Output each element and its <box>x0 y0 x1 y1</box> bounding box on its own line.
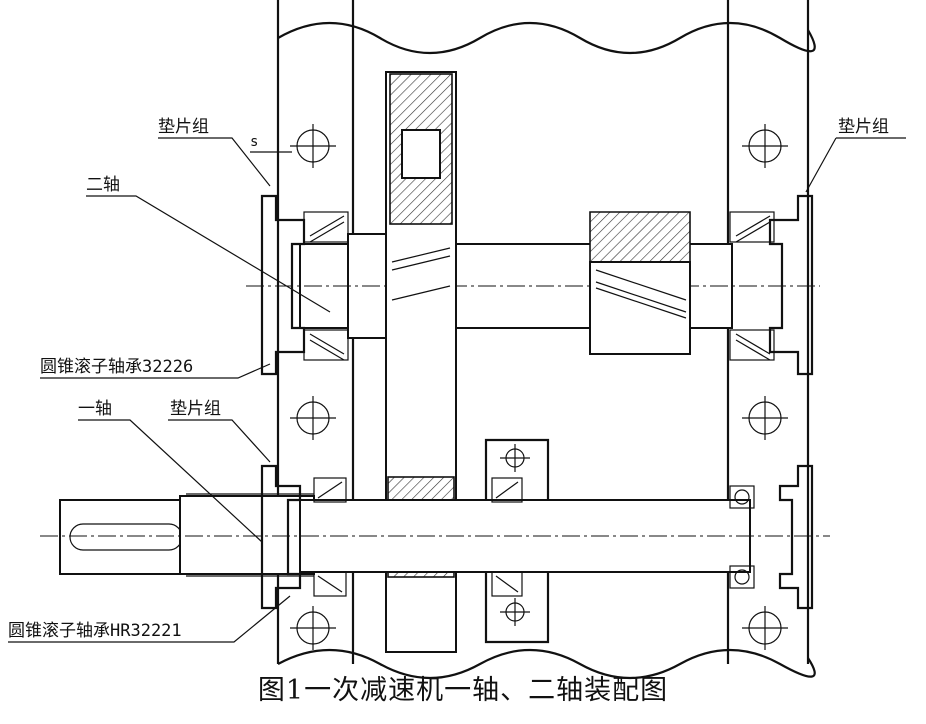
figure-caption: 图1一次减速机一轴、二轴装配图 <box>257 675 669 706</box>
label-shaft-1: 一轴 <box>78 399 112 419</box>
bearing-block <box>484 438 550 644</box>
pinion-gear <box>589 211 691 355</box>
leader-lines <box>8 137 906 643</box>
bolt-hole <box>742 396 788 440</box>
bearing <box>729 485 755 509</box>
label-shim-top-right: 垫片组 <box>838 117 889 137</box>
bearing <box>729 565 755 589</box>
bearing <box>303 211 349 243</box>
label-bearing-32226: 圆锥滚子轴承32226 <box>40 357 193 377</box>
label-bearing-hr32221: 圆锥滚子轴承HR32221 <box>8 621 182 641</box>
bolt-hole <box>290 606 336 650</box>
large-gear <box>385 71 457 653</box>
bearing <box>729 329 775 361</box>
bearing <box>491 477 523 503</box>
bolt-hole <box>742 606 788 650</box>
label-shim-mid-left: 垫片组 <box>170 399 221 419</box>
bearing <box>491 571 523 597</box>
bolt-hole <box>742 124 788 168</box>
bolt-hole <box>500 444 530 472</box>
bolt-holes <box>290 124 788 650</box>
label-shim-top-left: 垫片组 <box>158 117 209 137</box>
label-shaft-2: 二轴 <box>86 175 120 195</box>
bearing <box>313 477 347 503</box>
shaft-1 <box>40 493 830 577</box>
bearing <box>313 571 347 597</box>
bolt-hole <box>500 598 530 626</box>
shaft-2 <box>246 233 820 339</box>
bolt-hole <box>290 396 336 440</box>
bolt-hole <box>290 124 336 168</box>
bearing <box>303 329 349 361</box>
bearing <box>729 211 775 243</box>
label-gap-s: s <box>250 134 258 150</box>
bearings <box>303 211 775 597</box>
